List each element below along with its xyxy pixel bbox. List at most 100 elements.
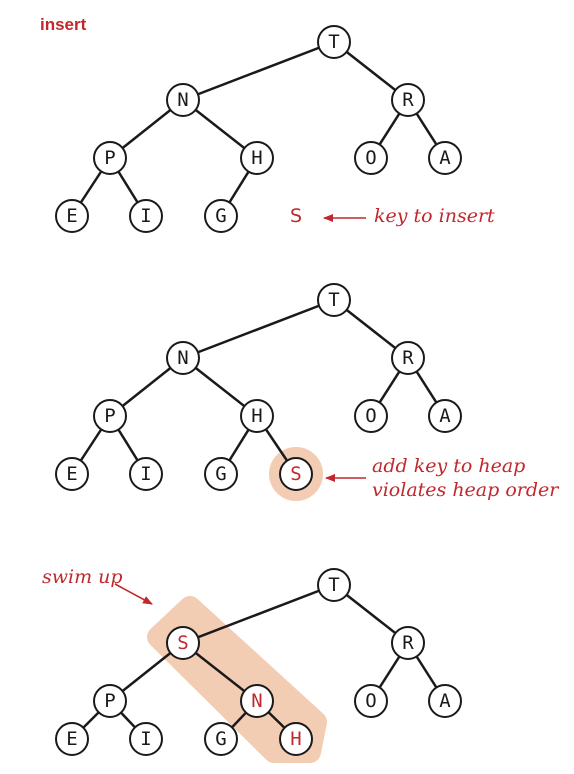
node-circle — [129, 199, 163, 233]
edge-t-n — [182, 298, 335, 360]
node-label: R — [402, 347, 414, 369]
annotation-swim-up: swim up — [42, 566, 123, 588]
arrow-icon — [114, 583, 153, 605]
node-s-swum: S — [166, 626, 200, 660]
node-label: P — [104, 405, 115, 427]
node-circle — [428, 141, 462, 175]
node-label: N — [177, 89, 188, 111]
node-label: R — [402, 89, 414, 111]
panel-insert-key: T N R P H O A E — [55, 25, 495, 233]
node-label: R — [402, 632, 414, 654]
node-p: P — [93, 399, 127, 433]
annotation-add-key: add key to heap — [372, 455, 525, 477]
node-circle — [93, 684, 127, 718]
node-label: G — [215, 728, 226, 750]
node-label: P — [104, 147, 115, 169]
tree-edges — [70, 40, 447, 217]
node-t: T — [317, 25, 351, 59]
node-label: E — [66, 463, 77, 485]
node-circle — [317, 568, 351, 602]
node-label: A — [439, 690, 451, 712]
node-a: A — [428, 141, 462, 175]
node-label: N — [177, 347, 188, 369]
node-label: G — [215, 463, 226, 485]
node-circle — [428, 399, 462, 433]
edge-t-n — [182, 40, 335, 102]
node-circle — [166, 626, 200, 660]
node-r: R — [391, 341, 425, 375]
node-circle — [279, 722, 313, 756]
node-circle — [166, 83, 200, 117]
node-a: A — [428, 684, 462, 718]
node-label: T — [328, 31, 339, 53]
node-circle — [428, 684, 462, 718]
node-p: P — [93, 141, 127, 175]
node-circle — [129, 457, 163, 491]
node-i: I — [129, 199, 163, 233]
node-circle — [354, 684, 388, 718]
node-g: G — [204, 199, 238, 233]
node-p: P — [93, 684, 127, 718]
node-t: T — [317, 568, 351, 602]
node-label: O — [365, 147, 376, 169]
node-label: E — [66, 205, 77, 227]
node-label: A — [439, 147, 451, 169]
node-label: O — [365, 690, 376, 712]
pending-key: S — [290, 205, 302, 227]
node-label: O — [365, 405, 376, 427]
node-g: G — [204, 457, 238, 491]
node-r: R — [391, 626, 425, 660]
node-o: O — [354, 399, 388, 433]
node-label: S — [177, 632, 188, 654]
node-circle — [240, 399, 274, 433]
node-circle — [55, 457, 89, 491]
edge-t-s — [182, 583, 335, 645]
node-label: H — [251, 405, 262, 427]
node-n: N — [166, 341, 200, 375]
node-t: T — [317, 283, 351, 317]
node-e: E — [55, 457, 89, 491]
node-circle — [317, 283, 351, 317]
node-h: H — [240, 399, 274, 433]
node-label: H — [290, 728, 301, 750]
node-circle — [204, 457, 238, 491]
node-label: E — [66, 728, 77, 750]
node-circle — [391, 626, 425, 660]
panel-add-key: T N R P H O A E — [55, 283, 560, 501]
annotation-key-to-insert: key to insert — [374, 205, 495, 227]
node-circle — [93, 141, 127, 175]
node-label: G — [215, 205, 226, 227]
node-circle — [354, 399, 388, 433]
node-circle — [354, 141, 388, 175]
node-o: O — [354, 684, 388, 718]
node-label: A — [439, 405, 451, 427]
node-n: N — [166, 83, 200, 117]
node-circle — [279, 457, 313, 491]
node-h: H — [240, 141, 274, 175]
node-n-moved: N — [240, 684, 274, 718]
node-e: E — [55, 199, 89, 233]
panel-swim-up: T S R P N O A E — [42, 566, 462, 763]
node-h-moved: H — [279, 722, 313, 756]
node-label: H — [251, 147, 262, 169]
node-g: G — [204, 722, 238, 756]
node-e: E — [55, 722, 89, 756]
node-label: S — [290, 463, 301, 485]
node-label: I — [140, 463, 151, 485]
node-s-new: S — [279, 457, 313, 491]
node-circle — [391, 83, 425, 117]
node-label: T — [328, 289, 339, 311]
node-circle — [204, 199, 238, 233]
node-circle — [240, 684, 274, 718]
node-label: I — [140, 728, 151, 750]
node-label: I — [140, 205, 151, 227]
node-r: R — [391, 83, 425, 117]
node-circle — [93, 399, 127, 433]
node-label: P — [104, 690, 115, 712]
node-circle — [55, 722, 89, 756]
annotation-violates-order: violates heap order — [372, 479, 560, 501]
diagram-title: insert — [40, 15, 87, 34]
node-circle — [166, 341, 200, 375]
node-i: I — [129, 457, 163, 491]
